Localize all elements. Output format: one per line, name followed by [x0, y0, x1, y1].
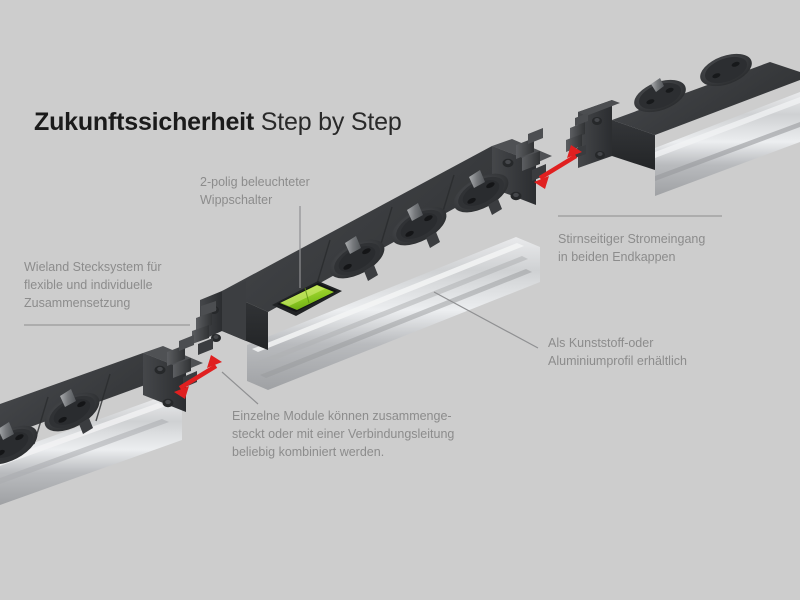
callout-plug-system-line3: Zusammensetzung: [24, 296, 131, 310]
arrow-top-right: [534, 145, 582, 189]
callout-plug-system-line1: Wieland Stecksystem für: [24, 260, 162, 274]
callout-modules-line3: beliebig kombiniert werden.: [232, 445, 385, 459]
wieland-connector-main-left: [192, 301, 216, 355]
callout-plug-system-line2: flexible und individuelle: [24, 278, 153, 292]
callout-plug-system: Wieland Stecksystem für flexible und ind…: [24, 258, 162, 312]
module-top-right: [566, 53, 800, 196]
callout-switch-line1: 2-polig beleuchteter: [200, 175, 310, 189]
callout-switch: 2-polig beleuchteter Wippschalter: [200, 173, 310, 209]
socket-group-top-right: [634, 53, 752, 113]
page-title: Zukunftssicherheit Step by Step: [34, 108, 402, 137]
callout-modules-line2: steckt oder mit einer Verbindungsleitung: [232, 427, 455, 441]
callout-profile-line1: Als Kunststoff-oder: [548, 336, 654, 350]
callout-modules-line1: Einzelne Module können zusammenge-: [232, 409, 452, 423]
module-main: [192, 128, 552, 390]
title-bold: Zukunftssicherheit: [34, 108, 255, 136]
callout-profile: Als Kunststoff-oder Aluminiumprofil erhä…: [548, 334, 687, 370]
callout-power-input: Stirnseitiger Stromeingang in beiden End…: [558, 230, 705, 266]
callout-power-input-line2: in beiden Endkappen: [558, 250, 676, 264]
callout-modules: Einzelne Module können zusammenge- steck…: [232, 407, 454, 461]
arrow-bottom-left: [174, 355, 222, 399]
callout-power-input-line1: Stirnseitiger Stromeingang: [558, 232, 706, 246]
wieland-connector-main-right: [516, 128, 546, 181]
socket-group-main: [329, 170, 509, 281]
callout-switch-line2: Wippschalter: [200, 193, 273, 207]
callout-profile-line2: Aluminiumprofil erhältlich: [548, 354, 687, 368]
module-bottom-left: [0, 335, 203, 505]
title-light: Step by Step: [260, 108, 402, 136]
socket-group-bottom-left: [0, 389, 100, 465]
rocker-switch[interactable]: [272, 281, 342, 316]
